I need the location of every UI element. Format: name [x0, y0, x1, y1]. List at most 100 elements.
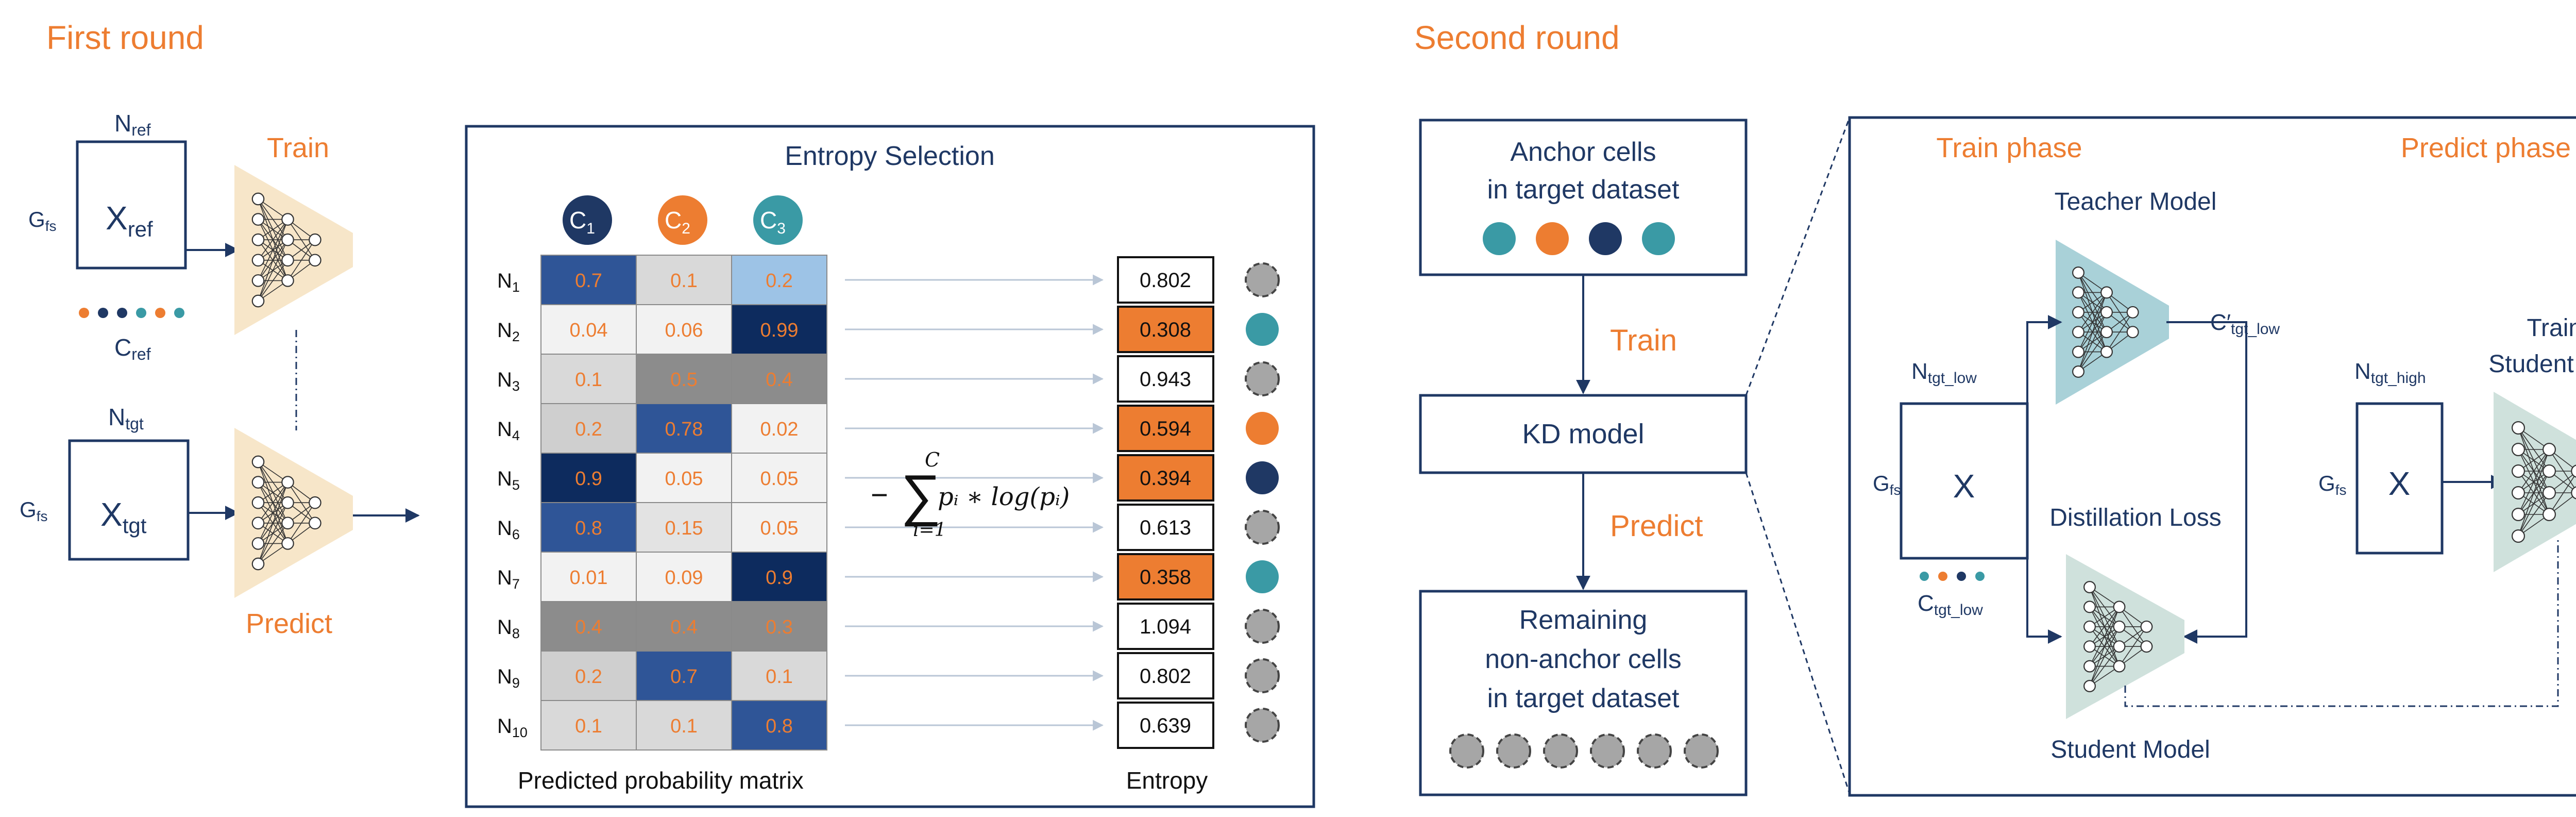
x-low-label: X	[1953, 468, 1975, 505]
g-fs-right-label: Gfs	[2318, 471, 2346, 498]
matrix-value: 0.2	[766, 270, 793, 292]
entropy-value: 0.308	[1140, 319, 1191, 341]
entropy-value: 0.802	[1140, 269, 1191, 292]
target-net-node	[251, 516, 265, 530]
entropy-formula: C − ∑ i=1 pᵢ ∗ log(pᵢ)	[871, 448, 1070, 541]
trained-net-node	[2512, 464, 2526, 478]
entropy-cell	[1117, 504, 1214, 551]
target-net-edge	[287, 502, 316, 544]
entropy-cell	[1117, 454, 1214, 502]
target-net-edge	[258, 482, 289, 564]
student-net-node	[2140, 640, 2153, 653]
g-fs-ref-label: Gfs	[28, 207, 56, 234]
matrix-cell	[636, 601, 732, 652]
student-network	[2066, 554, 2184, 719]
matrix-value: 0.78	[665, 419, 703, 440]
matrix-value: 0.02	[760, 419, 799, 440]
target-net-node	[309, 496, 321, 509]
matrix-cell	[731, 403, 827, 454]
target-net-node	[251, 557, 265, 571]
class-circle	[658, 195, 707, 245]
remaining-dot	[1637, 733, 1672, 769]
entropy-caption: Entropy	[1126, 767, 1208, 794]
row-label: N5	[497, 468, 520, 493]
student-net-node	[2140, 620, 2153, 633]
matrix-value: 0.15	[665, 518, 703, 539]
low-dot	[1957, 572, 1966, 581]
reference-net-node	[251, 233, 265, 246]
student-net-node	[2083, 640, 2096, 653]
selected-dot	[1246, 461, 1279, 494]
student-net-edge	[2089, 606, 2120, 647]
distillation-loss-label: Distillation Loss	[2049, 504, 2221, 531]
matrix-cell	[636, 354, 732, 404]
teacher-net-node	[2100, 326, 2113, 339]
target-net-node	[251, 455, 265, 469]
reference-net-edge	[258, 219, 289, 302]
kd-model-label: KD model	[1522, 419, 1644, 449]
matrix-caption: Predicted probability matrix	[518, 767, 804, 794]
branch-to-student-arrow	[2026, 485, 2062, 644]
entropy-cell	[1117, 256, 1214, 304]
ref-dot	[155, 308, 165, 318]
matrix-cell	[636, 403, 732, 454]
remaining-dot	[1449, 733, 1484, 769]
n-tgt-high-label: Ntgt_high	[2354, 359, 2426, 387]
teacher-net-node	[2100, 306, 2113, 319]
remaining-line1: Remaining	[1519, 605, 1648, 635]
ref-label-dots	[79, 308, 184, 318]
low-dot	[1938, 572, 1947, 581]
teacher-net-edge	[2078, 312, 2107, 372]
matrix-cell	[731, 601, 827, 652]
unselected-dot	[1245, 708, 1280, 743]
low-dot	[1920, 572, 1929, 581]
matrix-cell	[636, 651, 732, 701]
teacher-net-edge	[2106, 312, 2133, 353]
teacher-net-node	[2100, 345, 2113, 358]
unselected-dot	[1245, 510, 1280, 545]
predict-phase-label: Predict phase	[2401, 132, 2571, 163]
n-ref-label: Nref	[114, 110, 151, 139]
student-net-node	[2083, 660, 2096, 673]
selected-dot	[1246, 412, 1279, 445]
anchor-dot	[1483, 222, 1516, 255]
anchor-dot	[1536, 222, 1569, 255]
matrix-value: 0.3	[766, 616, 793, 638]
selected-dot	[1246, 313, 1279, 346]
teacher-net-node	[2072, 286, 2084, 299]
matrix-cell	[731, 502, 827, 553]
trained-net-node	[2543, 507, 2556, 521]
target-net-edge	[258, 523, 289, 564]
student-net-node	[2083, 680, 2096, 692]
teacher-net-node	[2126, 326, 2139, 339]
matrix-value: 0.9	[766, 567, 793, 589]
matrix-value: 0.8	[766, 715, 793, 737]
trained-net-edge	[2549, 473, 2576, 515]
row-label: N2	[497, 319, 520, 344]
x-low-box	[1900, 402, 2029, 560]
ref-dot	[174, 308, 184, 318]
matrix-cell	[731, 700, 827, 751]
class-circle	[563, 195, 612, 245]
ref-dot	[136, 308, 146, 318]
entropy-cell	[1117, 603, 1214, 650]
x-ref-label: Xref	[106, 199, 153, 241]
student-net-node	[2083, 620, 2096, 633]
entropy-cell	[1117, 702, 1214, 749]
entropy-cell	[1117, 405, 1214, 452]
entropy-cell	[1117, 355, 1214, 403]
predict-label-second: Predict	[1610, 509, 1703, 543]
reference-net-edge	[258, 260, 289, 302]
matrix-cell	[540, 700, 637, 751]
zoom-line-top	[1745, 117, 1851, 396]
matrix-value: 0.7	[575, 270, 602, 292]
entropy-value: 0.594	[1140, 418, 1191, 440]
teacher-net-node	[2126, 306, 2139, 319]
trained-net-node	[2571, 464, 2576, 478]
matrix-value: 0.05	[665, 468, 703, 490]
x-tgt-box	[68, 439, 190, 561]
reference-net-node	[281, 274, 294, 287]
matrix-value: 0.4	[766, 369, 793, 391]
train-label-first: Train	[267, 132, 329, 163]
